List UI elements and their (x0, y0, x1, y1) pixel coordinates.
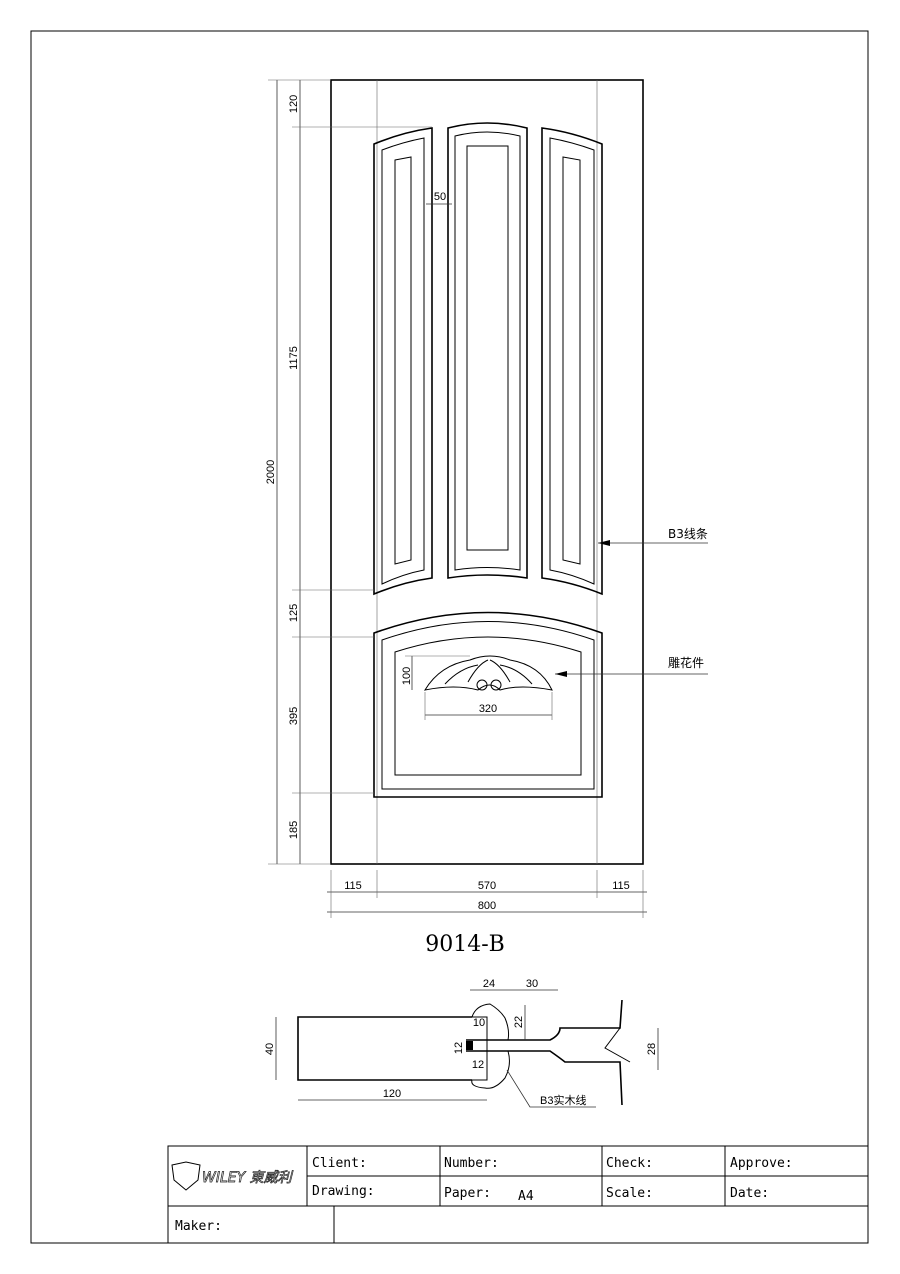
dim-text: 50 (434, 191, 446, 203)
sheet-border (30, 30, 869, 1244)
number-label: Number: (444, 1156, 499, 1171)
dim-text: 120 (288, 95, 300, 113)
shield-icon (171, 1161, 201, 1191)
dim-text: 28 (646, 1043, 658, 1055)
drawing-label: Drawing: (312, 1184, 375, 1199)
dim-text: 1175 (288, 346, 300, 370)
dim-text: 115 (612, 880, 630, 892)
upper-left-panel (373, 127, 433, 596)
dim-text: 24 (483, 978, 495, 990)
dim-text: 120 (383, 1088, 401, 1100)
date-label: Date: (730, 1186, 769, 1201)
dim-text: 12 (453, 1042, 465, 1054)
dim-text: 125 (288, 604, 300, 622)
check-label: Check: (606, 1156, 653, 1171)
dim-text: 30 (526, 978, 538, 990)
carving-ornament (423, 655, 553, 691)
door-outline (330, 79, 644, 865)
dim-text: 2000 (265, 460, 277, 484)
upper-right-panel (541, 127, 603, 596)
dim-text: 12 (472, 1059, 484, 1071)
callout-text: 雕花件 (668, 655, 704, 670)
dim-text: 395 (288, 707, 300, 725)
title-block: WILEY 東威利 Client: Number: Check: Approve… (167, 1145, 869, 1244)
section-detail: 40 120 24 30 22 10 12 12 28 B3实木线 (264, 978, 659, 1108)
paper-label: Paper: (444, 1186, 491, 1201)
callout-moulding: B3线条 (598, 527, 708, 546)
dim-text: 800 (478, 900, 496, 912)
scale-label: Scale: (606, 1186, 653, 1201)
upper-middle-panel (447, 122, 528, 579)
company-logo: WILEY 東威利 (171, 1161, 294, 1191)
dim-text: 320 (479, 703, 497, 715)
approve-label: Approve: (730, 1156, 793, 1171)
dim-text: 22 (513, 1016, 525, 1028)
callout-text: B3实木线 (540, 1093, 586, 1107)
dim-text: 100 (401, 667, 413, 685)
dim-text: 40 (264, 1043, 276, 1055)
paper-value: A4 (518, 1189, 534, 1204)
client-label: Client: (312, 1156, 367, 1171)
lower-panel (373, 611, 603, 798)
model-number: 9014-B (425, 932, 505, 957)
callout-text: B3线条 (668, 527, 708, 541)
dim-text: 115 (344, 880, 362, 892)
callout-carving: 雕花件 (555, 655, 708, 677)
dim-text: 185 (288, 821, 300, 839)
maker-label: Maker: (175, 1219, 222, 1234)
logo-text: WILEY 東威利 (202, 1170, 294, 1186)
horizontal-dimensions: 115 570 115 800 50 100 320 (327, 191, 647, 918)
dim-text: 10 (473, 1017, 485, 1029)
dim-text: 570 (478, 880, 496, 892)
vertical-dimensions: 120 1175 125 395 185 2000 (265, 79, 432, 865)
